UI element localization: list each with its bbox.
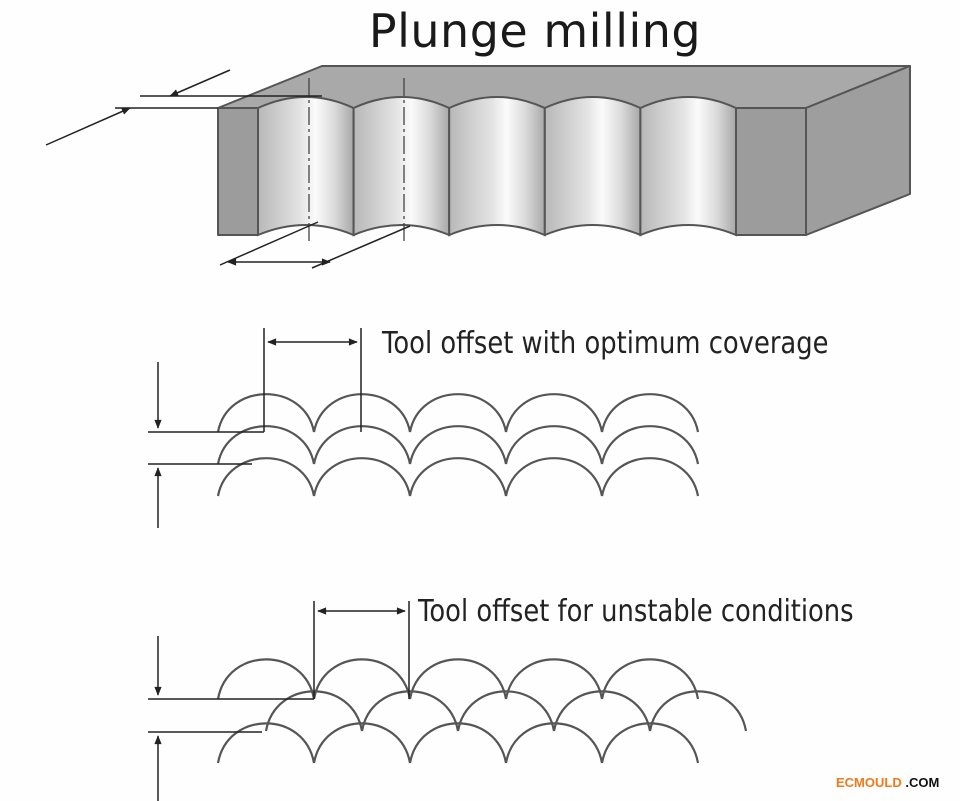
scallop-arc (600, 658, 700, 700)
radial-depth-dimension (45, 69, 322, 146)
step-dimension (219, 221, 411, 269)
scallop-arc (504, 393, 604, 433)
scallop-arc (216, 393, 316, 433)
plunge-slot (543, 96, 642, 237)
scallop-arc (408, 658, 508, 700)
plunge-slot (352, 96, 451, 237)
scallop-arc (312, 425, 412, 465)
scallop-arc (312, 658, 412, 700)
scallop-arc (216, 658, 316, 700)
optimum-dimensions (148, 328, 362, 528)
scallop-arc (456, 690, 556, 732)
label-optimum-coverage: Tool offset with optimum coverage (382, 326, 829, 361)
plunge-slot (639, 96, 737, 237)
scallop-arc (600, 457, 700, 497)
scallop-arc (504, 457, 604, 497)
watermark-brand: ECMOULD (836, 775, 902, 790)
plunge-slot (448, 96, 546, 237)
optimum-coverage-scallops (216, 393, 700, 497)
block-front-left (217, 107, 259, 236)
block-front-right (735, 107, 807, 236)
scallop-arc (408, 393, 508, 433)
unstable-dimensions (148, 601, 410, 801)
diagram-title: Plunge milling (368, 4, 702, 58)
plunge-slot (257, 96, 355, 237)
scallop-arc (600, 393, 700, 433)
tool-centerlines (308, 78, 405, 245)
watermark: ECMOULD .COM (836, 775, 939, 790)
scallop-arc (312, 722, 412, 764)
scallop-arc (504, 425, 604, 465)
plunge-slots (257, 96, 737, 237)
scallop-arc (408, 722, 508, 764)
scallop-arc (312, 457, 412, 497)
scallop-arc (408, 425, 508, 465)
scallop-arc (600, 722, 700, 764)
unstable-scallops (216, 658, 748, 764)
scallop-arc (648, 690, 748, 732)
scallop-arc (360, 690, 460, 732)
scallop-arc (408, 457, 508, 497)
scallop-arc (552, 690, 652, 732)
scallop-arc (216, 425, 316, 465)
scallop-arc (312, 393, 412, 433)
scallop-arc (504, 722, 604, 764)
scallop-arc (600, 425, 700, 465)
scallop-arc (504, 658, 604, 700)
watermark-suffix: .COM (905, 775, 940, 790)
scallop-arc (216, 457, 316, 497)
scallop-arc (216, 722, 316, 764)
label-unstable-conditions: Tool offset for unstable conditions (418, 594, 854, 629)
